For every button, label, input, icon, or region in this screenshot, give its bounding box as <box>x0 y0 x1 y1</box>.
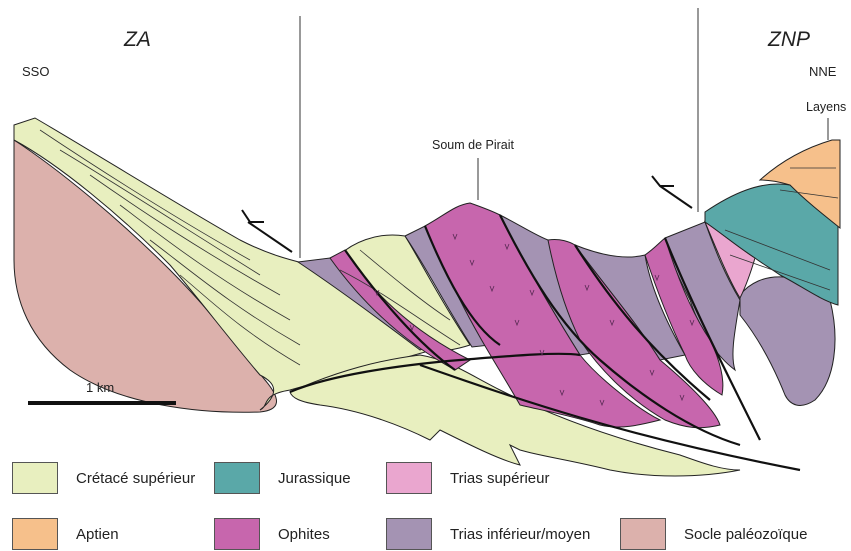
scale-bar <box>28 401 176 405</box>
zone-label-znp: ZNP <box>768 28 810 51</box>
fault-lines <box>289 214 801 472</box>
trias-inf-right-block <box>664 221 741 372</box>
thrust-arrow-left <box>241 209 293 253</box>
ophite-v-marks <box>374 233 695 407</box>
cretace-left-block <box>13 117 452 411</box>
thrust-arrow-right <box>651 175 693 209</box>
aptien-unit <box>758 139 841 230</box>
socle-paleozoique-unit <box>13 139 277 413</box>
orientation-left: SSO <box>22 64 50 79</box>
ophites-summit-band <box>424 202 662 428</box>
scale-label: 1 km <box>86 380 115 395</box>
zone-label-za: ZA <box>124 28 151 51</box>
bedding-lines <box>39 129 839 366</box>
layens-label: Layens <box>806 100 847 114</box>
summit-label: Soum de Pirait <box>432 138 514 152</box>
orientation-right: NNE <box>809 64 837 79</box>
jurassique-unit <box>704 183 839 306</box>
